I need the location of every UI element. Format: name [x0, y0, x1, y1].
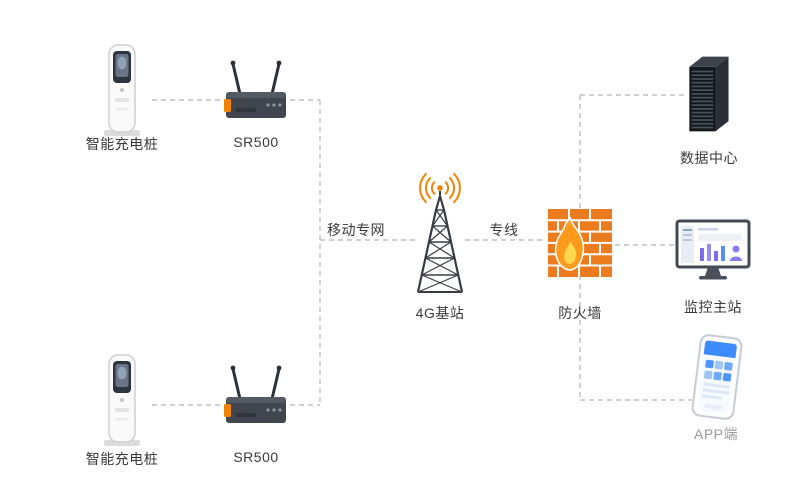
router-top-label: SR500	[233, 134, 279, 150]
base-station-tower-icon	[390, 172, 490, 300]
router-bottom-icon	[224, 363, 288, 431]
charging-pile-top-icon	[100, 42, 144, 138]
monitor-station-label: 监控主站	[684, 299, 742, 315]
router-top-icon	[224, 58, 288, 126]
app-phone-icon	[689, 332, 745, 423]
base-station-label: 4G基站	[415, 305, 465, 321]
charger-top-label: 智能充电桩	[85, 136, 159, 152]
link-mobile-network-label: 移动专网	[327, 222, 385, 238]
data-center-server-icon	[680, 50, 736, 138]
flame-icon	[554, 216, 585, 271]
monitor-station-icon	[674, 218, 752, 286]
router-bottom-label: SR500	[233, 449, 279, 465]
charger-bottom-label: 智能充电桩	[85, 451, 159, 467]
app-label: APP端	[693, 426, 739, 442]
firewall-icon	[545, 203, 615, 283]
charging-pile-bottom-icon	[100, 352, 144, 448]
firewall-label: 防火墙	[558, 305, 602, 321]
data-center-label: 数据中心	[680, 150, 738, 166]
link-dedicated-line-label: 专线	[489, 222, 519, 238]
